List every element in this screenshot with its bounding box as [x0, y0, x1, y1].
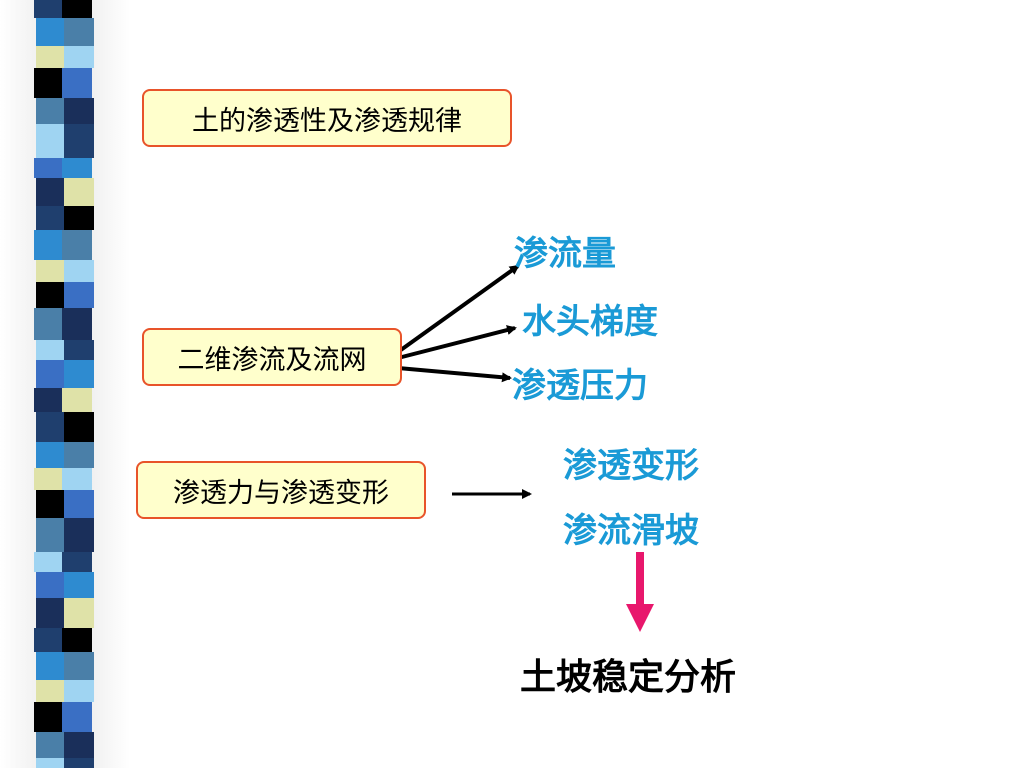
topic-box-seepage-law: 土的渗透性及渗透规律: [142, 89, 512, 147]
stripe-segment: [64, 518, 94, 552]
stripe-segment: [36, 98, 64, 124]
stripe-segment: [62, 702, 92, 732]
stripe-segment: [62, 68, 92, 98]
stripe-segment: [36, 652, 64, 680]
stripe-segment: [64, 758, 94, 768]
stripe-segment: [64, 46, 94, 68]
stripe-segment: [64, 680, 94, 702]
label-seepage-pressure: 渗透压力: [512, 366, 648, 406]
stripe-segment: [36, 178, 64, 206]
stripe-segment: [64, 572, 94, 598]
stripe-segment: [36, 758, 64, 768]
stripe-segment: [34, 702, 62, 732]
arrow-to-head-gradient: [397, 325, 517, 360]
stripe-segment: [62, 628, 92, 652]
stripe-segment: [62, 0, 92, 18]
stripe-segment: [34, 0, 62, 18]
stripe-segment: [36, 598, 64, 628]
label-seepage-slide: 渗流滑坡: [563, 511, 699, 551]
stripe-segment: [36, 206, 64, 230]
label-flow-quantity: 渗流量: [514, 234, 616, 274]
arrow-to-flow-quantity: [396, 264, 520, 354]
label-seepage-deformation: 渗透变形: [563, 446, 699, 486]
pink-down-arrow: [626, 552, 654, 632]
stripe-segment: [34, 628, 62, 652]
stripe-segment: [36, 46, 64, 68]
stripe-segment: [64, 442, 94, 468]
stripe-segment: [62, 158, 92, 178]
stripe-segment: [34, 230, 62, 260]
stripe-segment: [34, 552, 62, 572]
stripe-segment: [64, 360, 94, 388]
stripe-segment: [34, 68, 62, 98]
stripe-segment: [62, 308, 92, 340]
stripe-segment: [64, 340, 94, 360]
stripe-segment: [62, 388, 92, 412]
decorative-stripe-sidebar: [0, 0, 130, 768]
stripe-segment: [36, 340, 64, 360]
stripe-segment: [36, 360, 64, 388]
stripe-segment: [36, 124, 64, 158]
label-slope-stability-analysis: 土坡稳定分析: [520, 657, 737, 698]
stripe-segment: [62, 230, 92, 260]
stripe-segment: [36, 412, 64, 442]
stripe-segment: [36, 490, 64, 518]
stripe-segment: [64, 178, 94, 206]
stripe-segment: [64, 206, 94, 230]
stripe-segment: [64, 18, 94, 46]
stripe-segment: [64, 732, 94, 758]
stripe-segment: [64, 98, 94, 124]
stripe-segment: [36, 518, 64, 552]
topic-box-seepage-force: 渗透力与渗透变形: [136, 461, 426, 519]
stripe-segment: [36, 442, 64, 468]
stripe-segment: [62, 468, 92, 490]
stripe-segment: [64, 652, 94, 680]
stripe-segment: [64, 598, 94, 628]
label-head-gradient: 水头梯度: [522, 302, 658, 342]
stripe-segment: [34, 308, 62, 340]
stripe-segment: [36, 680, 64, 702]
stripe-segment: [36, 260, 64, 282]
stripe-segment: [64, 260, 94, 282]
stripe-segment: [36, 572, 64, 598]
arrow-to-seepage-pressure: [397, 366, 512, 383]
stripe-segment: [62, 552, 92, 572]
stripe-segment: [64, 412, 94, 442]
stripe-segment: [34, 158, 62, 178]
stripe-segment: [36, 732, 64, 758]
stripe-segment: [34, 468, 62, 490]
topic-box-2d-flow-net: 二维渗流及流网: [142, 328, 402, 386]
stripe-segment: [36, 282, 64, 308]
stripe-segment: [64, 124, 94, 158]
stripe-segment: [34, 388, 62, 412]
stripe-segment: [64, 282, 94, 308]
stripe-segment: [36, 18, 64, 46]
stripe-segment: [64, 490, 94, 518]
